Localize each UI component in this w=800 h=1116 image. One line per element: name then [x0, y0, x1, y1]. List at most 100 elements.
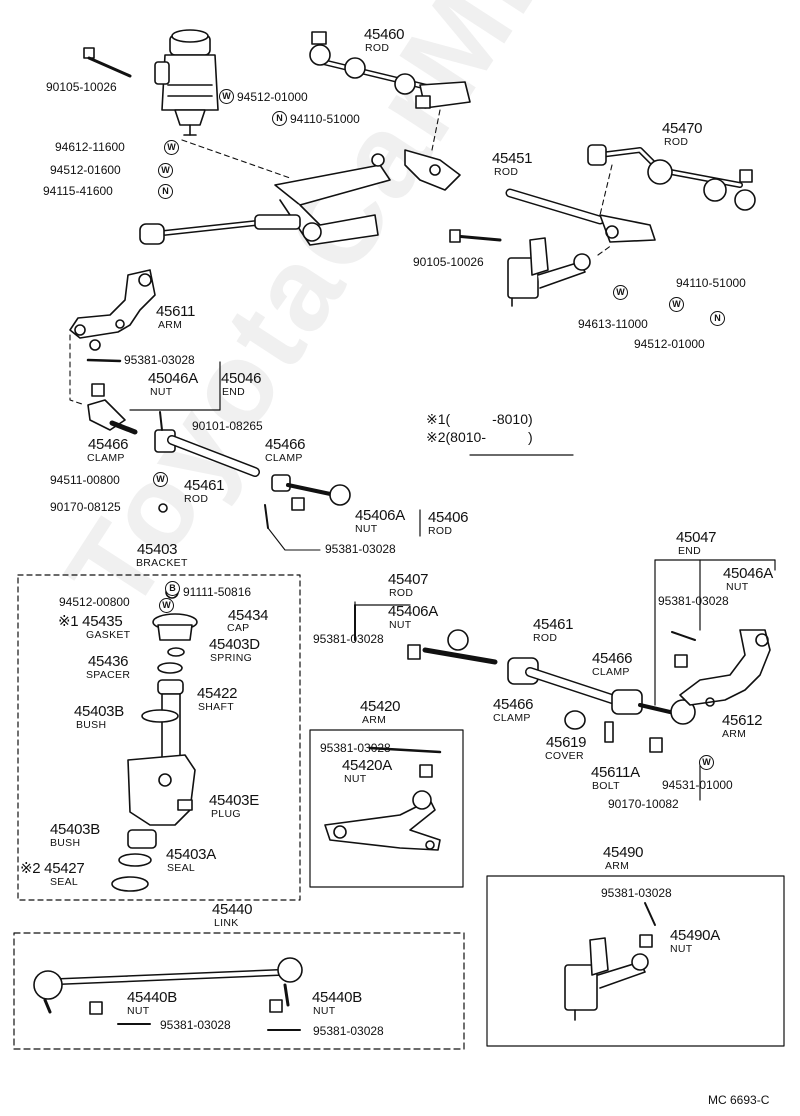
part-45470-number: 45470	[662, 120, 703, 137]
rod-45407-leader	[354, 601, 411, 606]
part-45440B-name: NUT	[313, 1005, 336, 1017]
arm-45490-drawing	[564, 902, 656, 1021]
leader-dashes-arm	[69, 334, 86, 406]
part-number-label: 94613-11000	[578, 317, 648, 331]
part-45403D-number: 45403D	[209, 636, 260, 653]
cotter-pin-arm-drawing	[86, 358, 122, 363]
part-number-label: 94512-01000	[634, 337, 705, 351]
part-number-label: 90170-10082	[608, 797, 679, 811]
part-number-label: 90101-08265	[192, 419, 263, 433]
part-45047-name: END	[678, 545, 702, 557]
part-45490-name: ARM	[605, 860, 630, 872]
part-45440B-number: 45440B	[312, 989, 362, 1006]
bracket-leaders	[129, 361, 574, 537]
part-45470-name: ROD	[664, 136, 689, 148]
rod-45461-right-drawing	[507, 657, 696, 725]
pitman-rod-center-drawing	[139, 153, 391, 246]
part-45420A-number: 45420A	[342, 757, 392, 774]
rod-45461-left-drawing	[154, 411, 260, 513]
part-45403B-number: 45403B	[50, 821, 100, 838]
end-45047-leaders	[654, 559, 776, 801]
part-45422-number: 45422	[197, 685, 238, 702]
part-45490A-name: NUT	[670, 943, 693, 955]
link-45440-drawing	[33, 957, 303, 1031]
part-45046-name: END	[222, 386, 246, 398]
part-45406A-number: 45406A	[388, 603, 438, 620]
part-45435-name: GASKET	[86, 629, 131, 641]
part-45451-name: ROD	[494, 166, 519, 178]
box-45403	[17, 574, 301, 901]
arm-45612-drawing	[679, 629, 771, 707]
rod-45470-drawing	[587, 144, 756, 211]
rod-45407-drawing	[354, 604, 498, 665]
leader-lines-rod	[267, 527, 321, 551]
washer-badge: W	[669, 297, 684, 312]
part-45466-number: 45466	[88, 436, 129, 453]
part-45434-number: 45434	[228, 607, 269, 624]
part-45406-name: ROD	[428, 525, 453, 537]
part-45422-name: SHAFT	[198, 701, 234, 713]
note-1: ※1( -8010)	[426, 411, 533, 427]
washer-badge: W	[699, 755, 714, 770]
part-45403B-name: BUSH	[50, 837, 81, 849]
part-45406A-number: 45406A	[355, 507, 405, 524]
part-number-label: 94110-51000	[290, 112, 360, 126]
part-number-label: 91111-50816	[183, 585, 252, 599]
nut-badge: N	[710, 311, 725, 326]
part-45461-name: ROD	[184, 493, 209, 505]
part-number-label: 94512-01000	[237, 90, 308, 104]
part-number-label: 94512-01600	[50, 163, 121, 177]
part-45420A-name: NUT	[344, 773, 367, 785]
part-45466-number: 45466	[265, 436, 306, 453]
part-45466-name: CLAMP	[592, 666, 630, 678]
part-45466-name: CLAMP	[493, 712, 531, 724]
leader-dashes-top	[181, 109, 613, 256]
part-45046-number: 45046	[221, 370, 262, 387]
part-number-label: 90105-10026	[413, 255, 484, 269]
part-number-label: 95381-03028	[160, 1018, 231, 1032]
part-number-label: 95381-03028	[601, 886, 672, 900]
idler-arm-right-drawing	[449, 229, 591, 307]
part-number-label: 95381-03028	[313, 1024, 384, 1038]
part-number-label: 95381-03028	[325, 542, 396, 556]
part-45466-number: 45466	[493, 696, 534, 713]
part-45435-number: ※1 45435	[58, 613, 123, 630]
part-45403B-number: 45403B	[74, 703, 124, 720]
part-45611A-number: 45611A	[591, 764, 640, 781]
bolt-90105-top-drawing	[83, 47, 132, 78]
part-45440-name: LINK	[214, 917, 239, 929]
part-45403D-name: SPRING	[210, 652, 253, 664]
part-45434-name: CAP	[227, 622, 250, 634]
part-45466-name: CLAMP	[87, 452, 125, 464]
part-45403A-number: 45403A	[166, 846, 216, 863]
part-45461-number: 45461	[533, 616, 574, 633]
part-45403B-name: BUSH	[76, 719, 107, 731]
box-45490	[486, 875, 785, 1047]
part-45460-number: 45460	[364, 26, 405, 43]
washer-badge: W	[613, 285, 628, 300]
nut-badge: N	[158, 184, 173, 199]
part-45420-name: ARM	[362, 714, 387, 726]
part-45440B-name: NUT	[127, 1005, 150, 1017]
part-45466-name: CLAMP	[265, 452, 303, 464]
part-45406-number: 45406	[428, 509, 469, 526]
box-45420	[309, 729, 464, 888]
part-number-label: 94512-00800	[59, 595, 130, 609]
part-number-label: 94110-51000	[676, 276, 746, 290]
part-45490-number: 45490	[603, 844, 644, 861]
note-2: ※2(8010- )	[426, 429, 533, 445]
part-number-label: 94115-41600	[43, 184, 113, 198]
idler-bracket-top-drawing	[154, 29, 219, 136]
part-number-label: 94612-11600	[55, 140, 125, 154]
part-45407-name: ROD	[389, 587, 414, 599]
washer-badge: W	[153, 472, 168, 487]
part-45466-number: 45466	[592, 650, 633, 667]
part-number-label: 95381-03028	[313, 632, 384, 646]
part-45611-name: ARM	[158, 319, 183, 331]
rod-45451-drawing	[404, 149, 656, 243]
part-45436-name: SPACER	[86, 669, 131, 681]
part-number-label: 90170-08125	[50, 500, 121, 514]
part-45612-name: ARM	[722, 728, 747, 740]
rod-45460-drawing	[309, 31, 471, 109]
part-45406A-name: NUT	[389, 619, 412, 631]
